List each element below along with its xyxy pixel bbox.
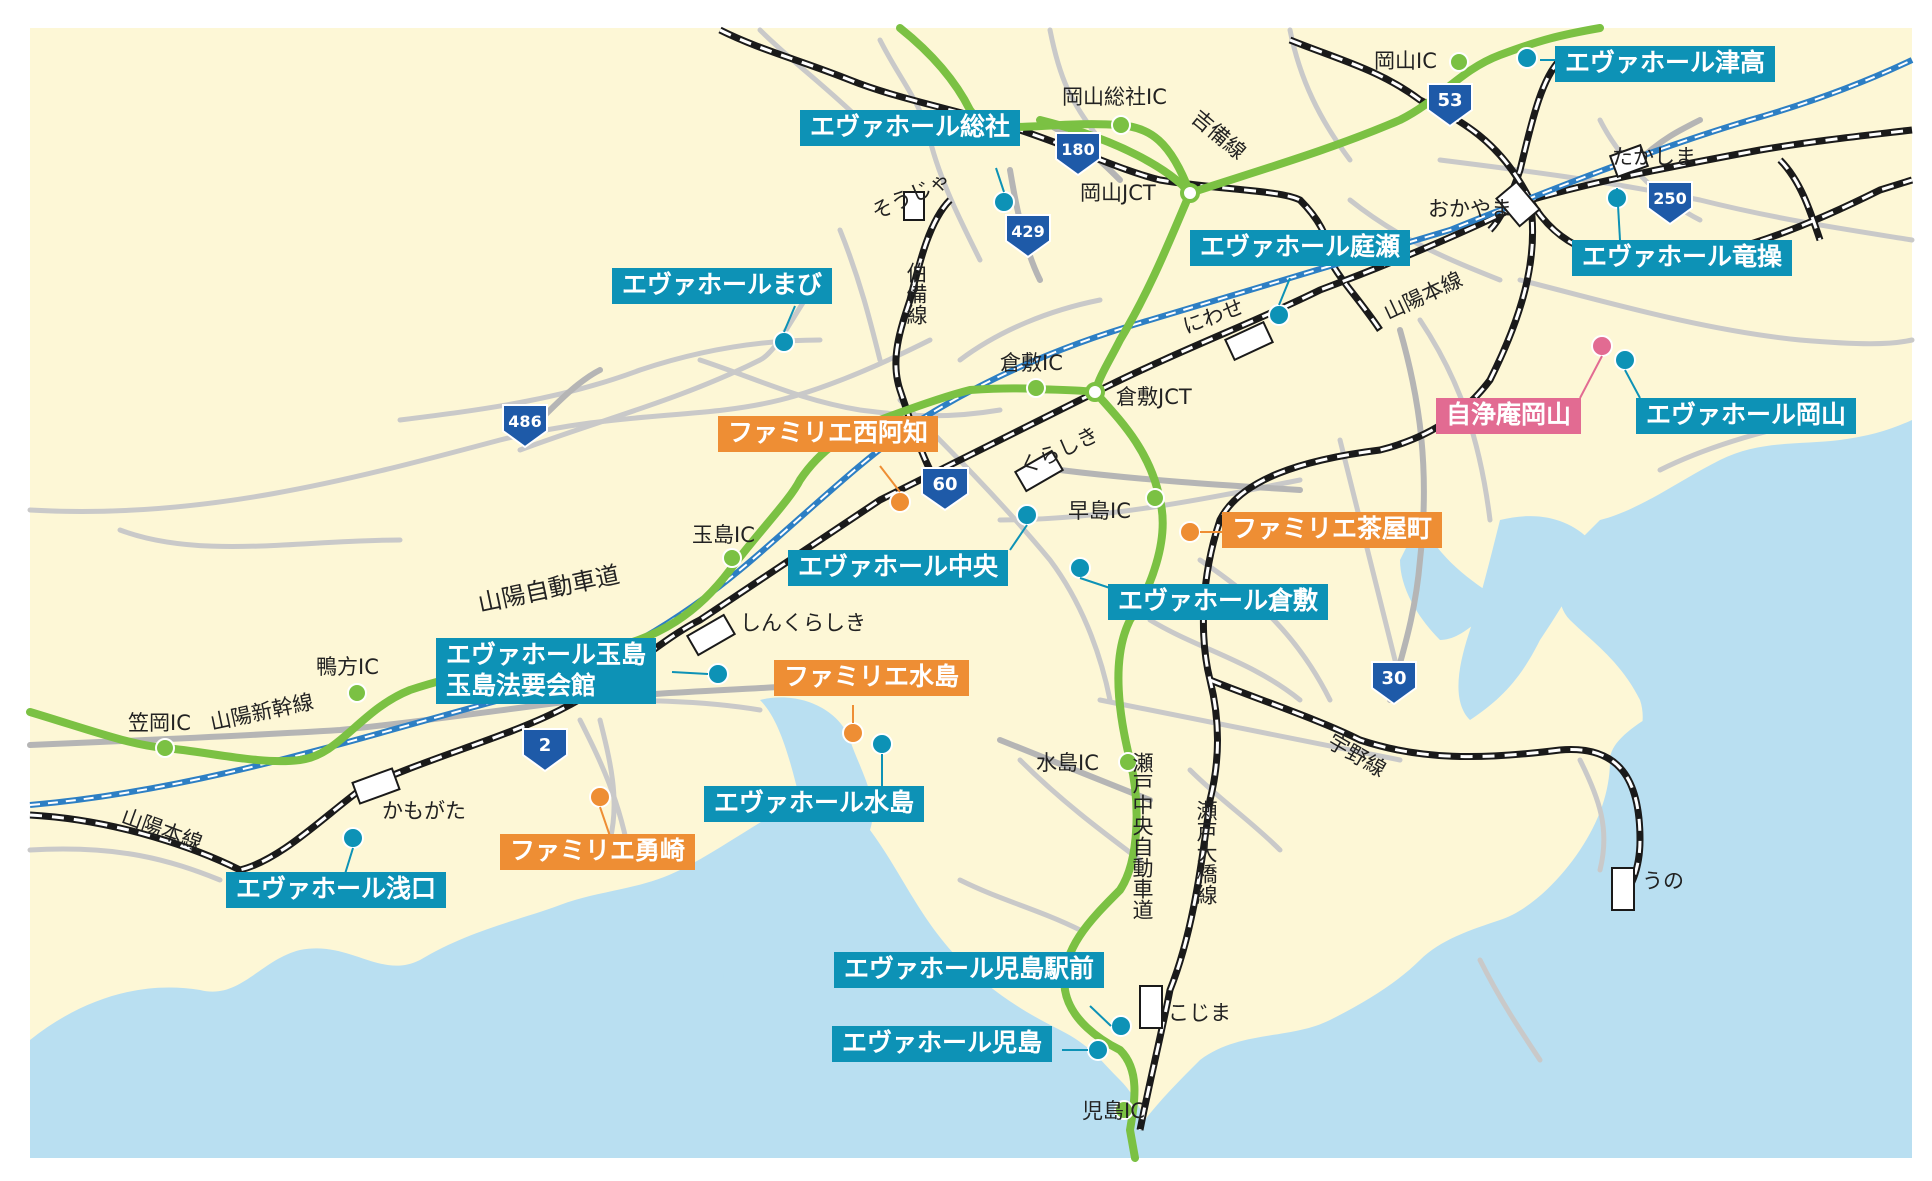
station-kamogata-label: かもがた bbox=[382, 799, 466, 823]
pin-niwase bbox=[1268, 304, 1290, 326]
tamashima-ic-label: 玉島IC bbox=[692, 523, 755, 547]
venue-label-kojima[interactable]: エヴァホール児島 bbox=[832, 1026, 1053, 1062]
pin-kurashiki bbox=[1069, 557, 1091, 579]
venue-label-familie-chayamachi[interactable]: ファミリエ茶屋町 bbox=[1222, 512, 1443, 548]
venue-pins bbox=[342, 47, 1636, 1061]
local-roads bbox=[27, 27, 1915, 1063]
venue-label-familie-mizushima[interactable]: ファミリエ水島 bbox=[774, 660, 970, 696]
pin-jijoan bbox=[1591, 335, 1613, 357]
pin-mizushima bbox=[871, 733, 893, 755]
kasaoka-ic-label: 笠岡IC bbox=[128, 711, 191, 735]
pin-kojima bbox=[1087, 1039, 1109, 1061]
pin-familie-yuzaki bbox=[589, 786, 611, 808]
venue-label-sosha[interactable]: エヴァホール総社 bbox=[800, 110, 1021, 146]
mizushima-ic-label: 水島IC bbox=[1036, 751, 1099, 775]
hayashima-ic-label: 早島IC bbox=[1068, 499, 1131, 523]
venue-label-tamashima[interactable]: エヴァホール玉島 玉島法要会館 bbox=[436, 638, 657, 704]
route-30-shield: 30 bbox=[1371, 661, 1417, 706]
station-markers bbox=[351, 143, 1650, 1029]
sea-area bbox=[30, 420, 1912, 1158]
interchange-labels: 岡山IC 岡山総社IC 岡山JCT 倉敷IC 倉敷JCT 早島IC 玉島IC 鴨… bbox=[128, 49, 1437, 1123]
pin-tamashima bbox=[707, 663, 729, 685]
route-2-shield: 2 bbox=[522, 728, 568, 773]
venue-label-tatsumisao[interactable]: エヴァホール竜操 bbox=[1572, 240, 1793, 276]
pin-kojima-ekimae bbox=[1110, 1015, 1132, 1037]
pin-sosha bbox=[993, 191, 1015, 213]
venue-label-chuo[interactable]: エヴァホール中央 bbox=[788, 550, 1009, 586]
route-shields: 53 180 429 250 486 60 2 30 bbox=[502, 83, 1693, 773]
station-okayama-label: おかやま bbox=[1428, 197, 1512, 221]
station-takashima-label: たかしま bbox=[1612, 145, 1696, 169]
pin-familie-chayamachi bbox=[1179, 521, 1201, 543]
station-uno-label: うの bbox=[1642, 869, 1684, 893]
venue-label-okayama[interactable]: エヴァホール岡山 bbox=[1636, 398, 1857, 434]
route-180-shield: 180 bbox=[1055, 132, 1101, 177]
venue-label-asakuchi[interactable]: エヴァホール浅口 bbox=[226, 872, 447, 908]
svg-text:53: 53 bbox=[1437, 90, 1462, 111]
pin-asakuchi bbox=[342, 827, 364, 849]
route-60-shield: 60 bbox=[921, 467, 969, 512]
pin-familie-mizushima bbox=[842, 722, 864, 744]
junction-markers bbox=[1085, 183, 1200, 402]
pin-chuo bbox=[1016, 504, 1038, 526]
svg-text:486: 486 bbox=[508, 412, 541, 431]
route-250-shield: 250 bbox=[1647, 181, 1693, 226]
venue-label-tamashima-line2: 玉島法要会館 bbox=[446, 670, 597, 700]
venue-label-tamashima-line1: エヴァホール玉島 bbox=[446, 640, 647, 669]
kamogata-ic-label: 鴨方IC bbox=[316, 655, 379, 679]
venue-leader-lines bbox=[344, 59, 1641, 1051]
svg-text:180: 180 bbox=[1061, 140, 1094, 159]
route-486-shield: 486 bbox=[502, 404, 548, 449]
seto-ohashi-line-label: 瀬戸大橋線 bbox=[1194, 800, 1218, 905]
pin-tsudaka bbox=[1516, 47, 1538, 69]
station-kojima-label: こじま bbox=[1168, 1001, 1231, 1025]
svg-text:30: 30 bbox=[1381, 668, 1406, 689]
venue-label-niwase[interactable]: エヴァホール庭瀬 bbox=[1190, 230, 1411, 266]
venue-label-tsudaka[interactable]: エヴァホール津高 bbox=[1555, 46, 1776, 82]
okayama-ic-label: 岡山IC bbox=[1374, 49, 1437, 73]
svg-text:429: 429 bbox=[1011, 222, 1044, 241]
pin-mabi bbox=[773, 331, 795, 353]
venue-label-jijoan-okayama[interactable]: 自浄庵岡山 bbox=[1436, 398, 1582, 434]
venue-label-mabi[interactable]: エヴァホールまび bbox=[612, 268, 833, 304]
shinkansen-line bbox=[29, 57, 1914, 808]
station-shinkurashiki-label: しんくらしき bbox=[740, 611, 866, 635]
svg-text:2: 2 bbox=[539, 735, 552, 756]
pin-familie-nishiachi bbox=[889, 491, 911, 513]
kurashiki-jct-label: 倉敷JCT bbox=[1116, 385, 1192, 409]
route-53-shield: 53 bbox=[1427, 83, 1473, 128]
svg-text:60: 60 bbox=[932, 474, 957, 495]
venue-label-kurashiki[interactable]: エヴァホール倉敷 bbox=[1108, 584, 1329, 620]
hakubi-line-label: 伯備線 bbox=[904, 262, 928, 325]
interchange-markers bbox=[155, 52, 1469, 1120]
venue-label-kojima-ekimae[interactable]: エヴァホール児島駅前 bbox=[834, 952, 1105, 988]
okayama-jct-label: 岡山JCT bbox=[1080, 181, 1156, 205]
kojima-ic-label: 児島IC bbox=[1082, 1099, 1145, 1123]
okayama-sosha-ic-label: 岡山総社IC bbox=[1062, 85, 1167, 109]
venue-label-familie-yuzaki[interactable]: ファミリエ勇崎 bbox=[500, 834, 696, 870]
venue-label-familie-nishiachi[interactable]: ファミリエ西阿知 bbox=[718, 416, 939, 452]
svg-text:250: 250 bbox=[1653, 189, 1686, 208]
seto-chuo-expressway-label: 瀬戸中央自動車道 bbox=[1130, 752, 1154, 920]
venue-label-mizushima[interactable]: エヴァホール水島 bbox=[704, 786, 925, 822]
kurashiki-ic-label: 倉敷IC bbox=[1000, 351, 1063, 375]
route-429-shield: 429 bbox=[1005, 214, 1051, 259]
pin-okayama bbox=[1614, 349, 1636, 371]
